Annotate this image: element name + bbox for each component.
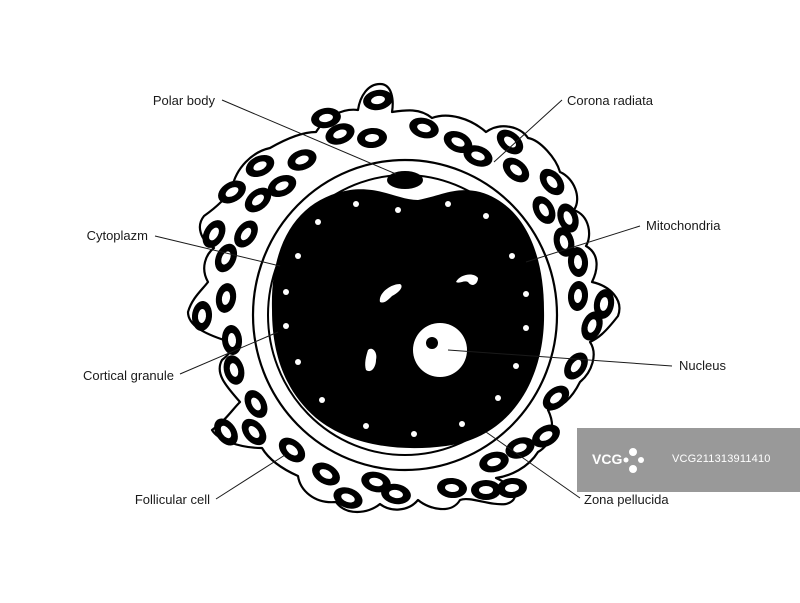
vcg-logo-icon bbox=[623, 448, 644, 473]
cortical-granule bbox=[523, 291, 529, 297]
label-zona-pellucida: Zona pellucida bbox=[584, 492, 669, 507]
watermark-id: VCG211313911410 bbox=[672, 453, 771, 465]
follicular-cell bbox=[471, 480, 501, 500]
cortical-granule bbox=[509, 253, 515, 259]
cortical-granule bbox=[495, 395, 501, 401]
follicular-cell bbox=[333, 487, 363, 509]
follicular-cell bbox=[325, 123, 355, 145]
follicular-cell bbox=[311, 107, 341, 129]
follicular-cell bbox=[287, 149, 317, 171]
label-cortical-granule: Cortical granule bbox=[83, 368, 174, 383]
leader-nucleus bbox=[447, 349, 673, 367]
cortical-granule bbox=[459, 421, 465, 427]
watermark: VCG VCG211313911410 bbox=[577, 428, 800, 492]
label-corona-radiata: Corona radiata bbox=[567, 93, 654, 108]
cortical-granule bbox=[295, 253, 301, 259]
leader-polar-body bbox=[221, 99, 397, 175]
follicular-cell bbox=[267, 174, 297, 198]
label-nucleus: Nucleus bbox=[679, 358, 726, 373]
follicular-cell bbox=[215, 283, 237, 313]
label-follicular-cell: Follicular cell bbox=[135, 492, 210, 507]
follicular-cell bbox=[502, 157, 530, 183]
cortical-granule bbox=[319, 397, 325, 403]
follicular-cell bbox=[532, 196, 556, 224]
follicular-cell bbox=[244, 390, 268, 418]
follicular-cell bbox=[241, 418, 267, 446]
follicular-cell bbox=[244, 187, 272, 213]
follicular-cell bbox=[479, 451, 509, 473]
mitochondrion bbox=[379, 284, 402, 303]
follicular-cell bbox=[361, 471, 391, 493]
leader-corona-radiata bbox=[493, 99, 563, 163]
follicular-cell bbox=[539, 168, 565, 196]
cortical-granule bbox=[483, 213, 489, 219]
polar-body bbox=[387, 171, 423, 189]
watermark-logo-text: VCG bbox=[592, 451, 623, 467]
follicular-cell bbox=[505, 437, 535, 459]
follicular-cell bbox=[409, 117, 439, 139]
follicular-cell bbox=[581, 311, 603, 341]
nucleolus bbox=[426, 337, 438, 349]
cortical-granule bbox=[411, 431, 417, 437]
leader-cytoplazm bbox=[154, 235, 281, 267]
cortical-granule bbox=[445, 201, 451, 207]
follicular-cell bbox=[497, 477, 527, 499]
cortical-granule bbox=[523, 325, 529, 331]
label-cytoplazm: Cytoplazm bbox=[87, 228, 148, 243]
cortical-granule bbox=[363, 423, 369, 429]
follicular-cell bbox=[542, 385, 570, 411]
mitochondrion bbox=[365, 348, 377, 372]
cortical-granule bbox=[295, 359, 301, 365]
follicular-cell bbox=[223, 355, 245, 385]
cytoplasm bbox=[271, 189, 545, 449]
follicular-cell bbox=[437, 477, 467, 499]
follicular-cell bbox=[234, 220, 258, 248]
follicular-cell bbox=[567, 247, 589, 277]
labels: Polar body Corona radiata Cytoplazm Mito… bbox=[83, 93, 727, 507]
follicular-cell bbox=[567, 281, 589, 311]
follicular-cell bbox=[191, 301, 213, 331]
follicular-cell bbox=[363, 89, 393, 111]
cortical-granule bbox=[283, 323, 289, 329]
cortical-granules bbox=[283, 201, 529, 437]
follicular-cell bbox=[202, 220, 226, 248]
mitochondria bbox=[365, 274, 478, 372]
cortical-granule bbox=[513, 363, 519, 369]
follicular-cell bbox=[221, 325, 243, 355]
follicular-cell bbox=[557, 203, 579, 233]
follicular-cell bbox=[245, 154, 275, 178]
leader-cortical-granule bbox=[179, 331, 279, 375]
follicular-cell bbox=[278, 437, 306, 463]
leader-zona-pellucida bbox=[485, 431, 581, 499]
label-mitochondria: Mitochondria bbox=[646, 218, 721, 233]
leader-mitochondria bbox=[525, 225, 641, 263]
follicular-cell bbox=[214, 418, 238, 446]
follicular-cell bbox=[593, 289, 615, 319]
follicular-cell bbox=[553, 227, 575, 257]
follicular-cell bbox=[443, 130, 473, 154]
follicular-cell bbox=[218, 180, 246, 204]
cortical-granule bbox=[353, 201, 359, 207]
leader-follicular-cell bbox=[215, 454, 286, 500]
nucleus bbox=[413, 323, 467, 377]
follicular-cell bbox=[312, 462, 340, 486]
follicular-cells bbox=[191, 89, 615, 509]
follicular-cell bbox=[214, 243, 238, 273]
leader-lines bbox=[154, 99, 673, 500]
follicular-cell bbox=[357, 127, 387, 149]
follicular-cell bbox=[463, 145, 493, 167]
label-polar-body: Polar body bbox=[153, 93, 216, 108]
cortical-granule bbox=[395, 207, 401, 213]
follicular-cell bbox=[532, 424, 560, 448]
cortical-granule bbox=[283, 289, 289, 295]
mitochondrion bbox=[456, 274, 478, 285]
cortical-granule bbox=[315, 219, 321, 225]
nucleus-body bbox=[413, 323, 467, 377]
